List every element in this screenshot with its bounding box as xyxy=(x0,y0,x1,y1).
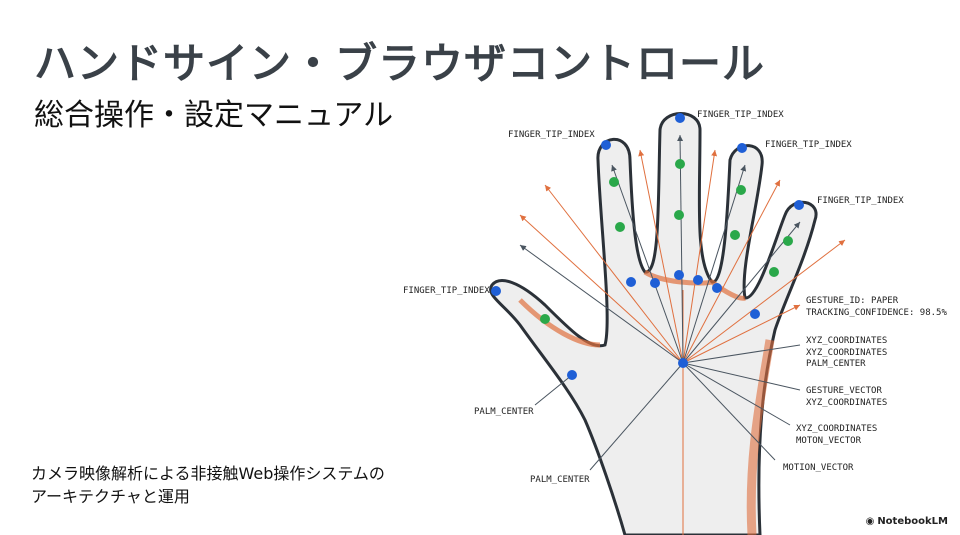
vector-lines xyxy=(519,134,846,471)
gesture-status: GESTURE_ID: PAPER TRACKING_CONFIDENCE: 9… xyxy=(806,296,947,319)
label-group-1: XYZ_COORDINATES XYZ_COORDINATES PALM_CEN… xyxy=(806,336,887,371)
tracking-confidence: TRACKING_CONFIDENCE: 98.5% xyxy=(806,307,947,318)
label-gesture-vector: GESTURE_VECTOR xyxy=(806,386,882,396)
notebooklm-icon: ◉ xyxy=(865,516,875,527)
slide-subtitle: 総合操作・設定マニュアル xyxy=(34,98,394,133)
label-moton-vector: MOTON_VECTOR xyxy=(796,435,862,446)
joints-green xyxy=(540,159,793,324)
label-group-2: GESTURE_VECTOR XYZ_COORDINATES xyxy=(806,386,887,409)
label-index-tip: FINGER_TIP_INDEX xyxy=(508,130,595,140)
label-xyz: XYZ_COORDINATES xyxy=(806,397,888,408)
slide-title: ハンドサイン・ブラウザコントロール xyxy=(34,39,766,88)
label-thumb-tip: FINGER_TIP_INDEX xyxy=(403,286,490,296)
joints-blue xyxy=(491,113,804,380)
label-pinky-tip: FINGER_TIP_INDEX xyxy=(817,196,904,206)
label-palm-center-bottom: PALM_CENTER xyxy=(530,475,590,485)
label-middle-tip: FINGER_TIP_INDEX xyxy=(697,110,784,120)
description-line-1: カメラ映像解析による非接触Web操作システムの xyxy=(31,464,385,483)
notebooklm-logo: ◉ NotebookLM xyxy=(866,516,948,527)
gesture-id: GESTURE_ID: PAPER xyxy=(806,296,899,306)
label-xyz: XYZ_COORDINATES xyxy=(796,424,878,434)
label-xyz: XYZ_COORDINATES xyxy=(806,336,888,346)
label-ring-tip: FINGER_TIP_INDEX xyxy=(765,140,852,150)
label-palm-center-left: PALM_CENTER xyxy=(474,407,534,417)
description-line-2: アーキテクチャと運用 xyxy=(31,487,190,506)
label-motion-vector: MOTION_VECTOR xyxy=(783,463,854,473)
label-group-3: XYZ_COORDINATES MOTON_VECTOR xyxy=(796,424,877,447)
logo-text: NotebookLM xyxy=(877,516,948,527)
label-xyz: XYZ_COORDINATES xyxy=(806,347,888,358)
slide-description: カメラ映像解析による非接触Web操作システムの アーキテクチャと運用 xyxy=(31,462,385,508)
label-palm-center: PALM_CENTER xyxy=(806,359,866,369)
